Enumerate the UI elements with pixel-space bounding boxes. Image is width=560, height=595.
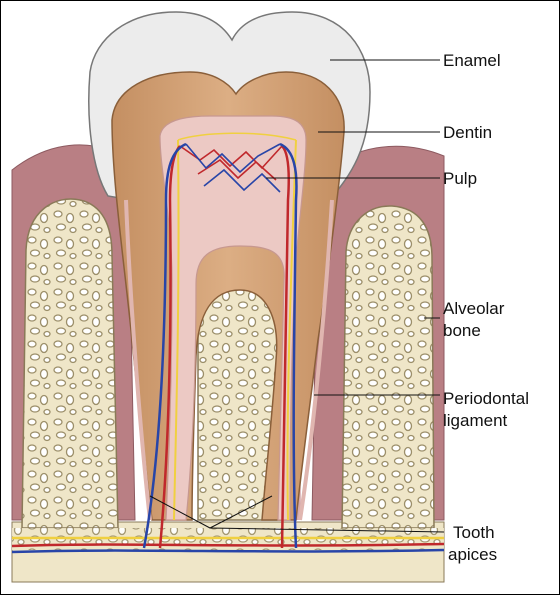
label-pulp: Pulp (443, 169, 478, 188)
label-enamel: Enamel (443, 51, 501, 70)
nerve-left (173, 139, 180, 521)
nerve-right (286, 139, 297, 521)
vein-plexus (185, 143, 281, 193)
label-alveolar-1: Alveolar (443, 299, 505, 318)
nerve-plexus (177, 132, 297, 141)
label-dentin: Dentin (443, 123, 493, 142)
label-periodontal-1: Periodontal (443, 389, 530, 408)
label-periodontal-2: ligament (443, 411, 508, 430)
leader-lines (149, 59, 445, 533)
vein-left (142, 142, 187, 549)
vein-right (279, 142, 298, 549)
pulp-chamber (159, 115, 307, 521)
label-apices-1: Tooth (453, 523, 495, 542)
artery-base (11, 542, 445, 548)
alveolar-bone-right (341, 205, 435, 529)
leader-apices (209, 527, 445, 533)
alveolar-bone-left (21, 198, 119, 529)
periodontal-ligament-left (124, 199, 152, 521)
artery-left (158, 145, 181, 549)
vein-base (11, 548, 445, 554)
label-apices-2: apices (448, 545, 498, 564)
artery-right (280, 145, 290, 549)
periodontal-ligament-right (298, 199, 334, 521)
label-alveolar-2: bone (443, 321, 481, 340)
